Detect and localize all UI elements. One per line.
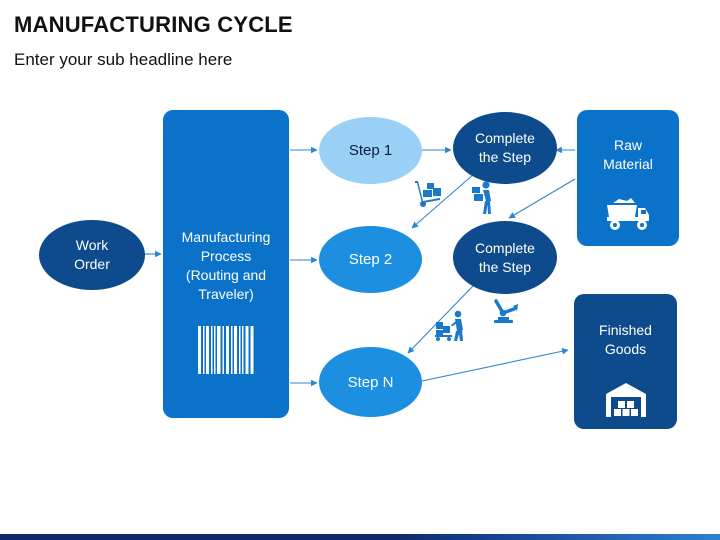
slide-title: MANUFACTURING CYCLE xyxy=(14,12,293,37)
slide-subtitle: Enter your sub headline here xyxy=(14,50,233,69)
node-raw-material: Raw Material xyxy=(577,110,679,246)
node-complete-step-1-label: Complete the Step xyxy=(475,130,535,165)
node-complete-step-2-label: Complete the Step xyxy=(475,239,535,275)
node-step-1-label: Step 1 xyxy=(348,142,393,159)
arrow-complete-1-to-step-2 xyxy=(411,173,475,229)
node-step-2-label: Step 2 xyxy=(348,251,393,268)
node-complete-step-2: Complete the Step xyxy=(453,221,557,294)
arrow-step-n-to-finished-goods xyxy=(421,348,569,382)
arrow-raw-material-to-complete-2 xyxy=(508,178,576,219)
node-complete-step-1: Complete the Step xyxy=(453,112,557,184)
hand-truck-icon xyxy=(415,181,441,207)
barcode-icon xyxy=(198,326,254,374)
node-finished-goods: Finished Goods xyxy=(574,294,677,429)
arrow-complete-2-to-step-n xyxy=(407,285,474,354)
node-step-n: Step N xyxy=(319,347,422,417)
footer-accent-bar xyxy=(0,534,720,540)
robotic-arm-icon xyxy=(494,299,518,323)
node-work-order: Work Order xyxy=(39,220,145,290)
warehouse-icon xyxy=(605,383,646,417)
node-manufacturing-process-label: Manufacturing Process (Routing and Trave… xyxy=(181,229,271,302)
worker-carrying-boxes-icon xyxy=(472,181,491,214)
node-finished-goods-label: Finished Goods xyxy=(599,322,652,357)
node-manufacturing-process: Manufacturing Process (Routing and Trave… xyxy=(163,110,289,418)
worker-pushing-cart-icon xyxy=(435,310,463,341)
node-step-1: Step 1 xyxy=(319,117,422,184)
node-raw-material-label: Raw Material xyxy=(603,137,653,172)
node-step-2: Step 2 xyxy=(319,226,422,293)
node-work-order-label: Work Order xyxy=(74,237,110,272)
dump-truck-icon xyxy=(607,198,649,230)
node-step-n-label: Step N xyxy=(347,373,394,391)
